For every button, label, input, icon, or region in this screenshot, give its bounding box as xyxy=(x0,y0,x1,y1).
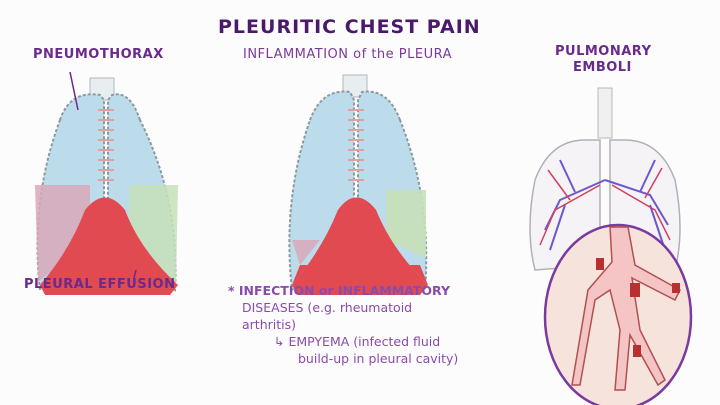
pulmonary-lungs-illustration xyxy=(529,87,693,405)
note-line-2: DISEASES (e.g. rheumatoid xyxy=(242,300,413,315)
return-arrow-icon: ↳ xyxy=(274,334,285,349)
pleural-effusion-label: PLEURAL EFFUSION xyxy=(24,277,176,292)
page-title: PLEURITIC CHEST PAIN xyxy=(218,16,481,38)
center-thorax-illustration xyxy=(288,74,428,295)
causes-note: * INFECTION or INFLAMMATORY DISEASES (e.… xyxy=(228,282,488,367)
note-line-4: EMPYEMA (infected fluid xyxy=(288,334,441,349)
note-line-1: INFECTION or INFLAMMATORY xyxy=(238,283,451,298)
pulmonary-emboli-label-line1: PULMONARY xyxy=(555,44,652,59)
pneumothorax-label: PNEUMOTHORAX xyxy=(33,47,164,62)
note-line-5: build-up in pleural cavity) xyxy=(298,351,459,366)
left-thorax-illustration xyxy=(35,71,178,295)
page-subtitle: INFLAMMATION of the PLEURA xyxy=(243,47,452,62)
note-line-3: arthritis) xyxy=(242,317,296,332)
bullet-icon: * xyxy=(228,283,235,298)
pulmonary-emboli-label-line2: EMBOLI xyxy=(573,60,632,75)
